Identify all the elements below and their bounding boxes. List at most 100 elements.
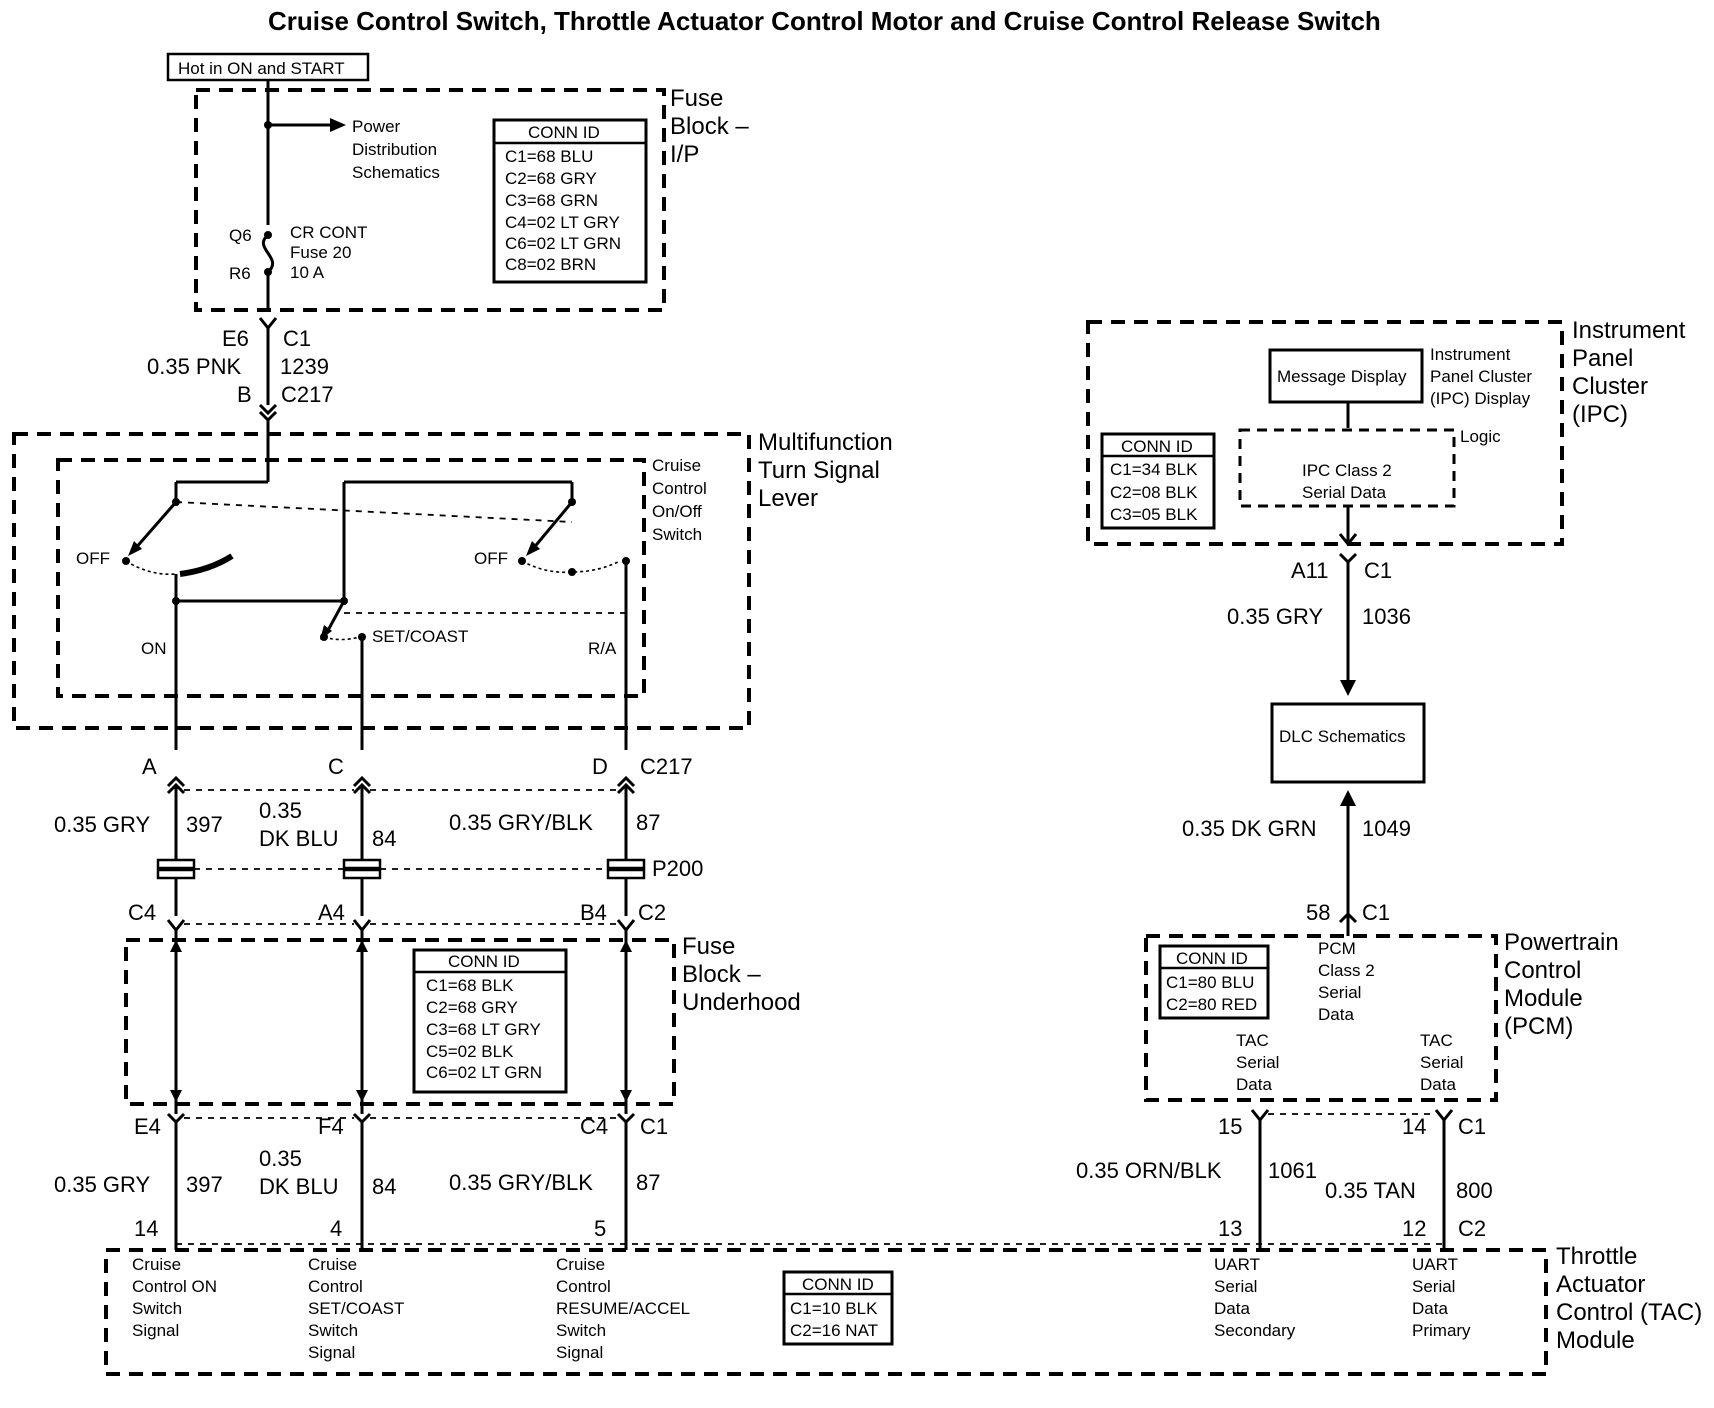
svg-text:Fuse: Fuse bbox=[670, 85, 723, 112]
dlc-arrow-down bbox=[1340, 680, 1356, 696]
svg-text:PCM: PCM bbox=[1318, 939, 1356, 958]
svg-text:Switch: Switch bbox=[132, 1299, 182, 1318]
tac-pin-labels-left: 14 4 5 bbox=[134, 1216, 606, 1241]
svg-text:Cruise: Cruise bbox=[132, 1255, 181, 1274]
svg-text:Fuse: Fuse bbox=[682, 933, 735, 960]
fuse-pin-q6: Q6 bbox=[229, 226, 252, 245]
fuse-block-underhood-outline bbox=[124, 938, 676, 1106]
svg-text:Multifunction: Multifunction bbox=[758, 429, 893, 456]
svg-text:Signal: Signal bbox=[132, 1321, 179, 1340]
svg-text:Serial: Serial bbox=[1236, 1053, 1279, 1072]
tac-module-name: Throttle Actuator Control (TAC) Module bbox=[1556, 1243, 1702, 1354]
feed-wire-labels: E6 C1 0.35 PNK 1239 B C217 bbox=[147, 326, 334, 407]
tac-uart-primary: UART Serial Data Primary bbox=[1412, 1255, 1471, 1340]
ipc-name: Instrument Panel Cluster (IPC) bbox=[1572, 317, 1686, 428]
pcm-conn-list: CONN ID C1=80 BLU C2=80 RED bbox=[1166, 949, 1257, 1014]
svg-text:C4: C4 bbox=[580, 1114, 608, 1139]
power-dist-arrow bbox=[330, 118, 346, 132]
svg-text:Cruise: Cruise bbox=[556, 1255, 605, 1274]
svg-text:Primary: Primary bbox=[1412, 1321, 1471, 1340]
svg-text:5: 5 bbox=[594, 1216, 606, 1241]
fuse-block-underhood-name: Fuse Block – Underhood bbox=[682, 933, 801, 1016]
svg-text:Switch: Switch bbox=[652, 525, 702, 544]
svg-text:Lever: Lever bbox=[758, 485, 818, 512]
svg-text:(IPC): (IPC) bbox=[1572, 401, 1628, 428]
svg-text:E6: E6 bbox=[222, 326, 249, 351]
svg-text:Actuator: Actuator bbox=[1556, 1271, 1645, 1298]
pcm-outline bbox=[1144, 934, 1498, 1102]
svg-text:CR CONT: CR CONT bbox=[290, 223, 367, 242]
ipc-outline bbox=[1086, 320, 1564, 546]
svg-text:OFF: OFF bbox=[474, 549, 508, 568]
svg-text:Fuse 20: Fuse 20 bbox=[290, 243, 351, 262]
svg-text:84: 84 bbox=[372, 1174, 396, 1199]
svg-text:C1=34 BLK: C1=34 BLK bbox=[1110, 460, 1198, 479]
ipc-conn-list: CONN ID C1=34 BLK C2=08 BLK C3=05 BLK bbox=[1110, 437, 1198, 524]
svg-text:C1: C1 bbox=[283, 326, 311, 351]
svg-text:Data: Data bbox=[1236, 1075, 1272, 1094]
svg-text:0.35 GRY: 0.35 GRY bbox=[1227, 604, 1324, 629]
svg-text:A4: A4 bbox=[318, 900, 345, 925]
tac-uart-secondary: UART Serial Data Secondary bbox=[1214, 1255, 1296, 1340]
svg-text:Block –: Block – bbox=[682, 961, 761, 988]
svg-text:ON: ON bbox=[141, 639, 167, 658]
tac-signal-resume-accel: Cruise Control RESUME/ACCEL Switch Signa… bbox=[556, 1255, 690, 1362]
svg-text:0.35 GRY: 0.35 GRY bbox=[54, 1172, 151, 1197]
svg-text:0.35: 0.35 bbox=[259, 1146, 302, 1171]
svg-text:C217: C217 bbox=[281, 382, 334, 407]
svg-text:Serial: Serial bbox=[1412, 1277, 1455, 1296]
svg-text:0.35 GRY/BLK: 0.35 GRY/BLK bbox=[449, 1170, 593, 1195]
pcm-tac-serial-left: TAC Serial Data bbox=[1236, 1031, 1279, 1094]
fuse-block-underhood-conn-box bbox=[412, 948, 568, 1094]
svg-text:TAC: TAC bbox=[1420, 1031, 1453, 1050]
svg-text:C6=02 LT GRN: C6=02 LT GRN bbox=[505, 234, 621, 253]
svg-text:C2=08 BLK: C2=08 BLK bbox=[1110, 483, 1198, 502]
svg-text:Control ON: Control ON bbox=[132, 1277, 217, 1296]
svg-text:C8=02 BRN: C8=02 BRN bbox=[505, 255, 596, 274]
svg-text:Serial Data: Serial Data bbox=[1302, 483, 1387, 502]
svg-text:F4: F4 bbox=[318, 1114, 344, 1139]
svg-text:Instrument: Instrument bbox=[1430, 345, 1511, 364]
svg-text:Power: Power bbox=[352, 117, 401, 136]
pcm-name: Powertrain Control Module (PCM) bbox=[1504, 929, 1619, 1040]
svg-text:C1=68 BLU: C1=68 BLU bbox=[505, 147, 593, 166]
svg-text:Panel Cluster: Panel Cluster bbox=[1430, 367, 1532, 386]
pcm-conn-box bbox=[1158, 944, 1270, 1020]
fuse-block-ip-conn-list: CONN ID C1=68 BLU C2=68 GRY C3=68 GRN C4… bbox=[505, 123, 621, 274]
tac-conn-box bbox=[782, 1270, 894, 1346]
dlc-box bbox=[1270, 702, 1426, 784]
fuse-label: CR CONT Fuse 20 10 A bbox=[290, 223, 367, 282]
svg-text:Cluster: Cluster bbox=[1572, 373, 1648, 400]
svg-text:C217: C217 bbox=[640, 754, 693, 779]
lower-wire-labels: 0.35 GRY 397 0.35 DK BLU 84 0.35 GRY/BLK… bbox=[54, 1146, 660, 1199]
svg-text:CONN ID: CONN ID bbox=[528, 123, 600, 142]
fuse-pin-r6: R6 bbox=[229, 264, 251, 283]
svg-text:1036: 1036 bbox=[1362, 604, 1411, 629]
dlc-label: DLC Schematics bbox=[1279, 727, 1406, 746]
ipc-wire-labels: A11 C1 0.35 GRY 1036 bbox=[1227, 558, 1411, 629]
svg-text:Data: Data bbox=[1420, 1075, 1456, 1094]
svg-text:C1=10 BLK: C1=10 BLK bbox=[790, 1299, 878, 1318]
svg-text:E4: E4 bbox=[134, 1114, 161, 1139]
svg-text:C1: C1 bbox=[1458, 1114, 1486, 1139]
svg-text:(PCM): (PCM) bbox=[1504, 1013, 1573, 1040]
svg-text:DK BLU: DK BLU bbox=[259, 1174, 338, 1199]
svg-text:A: A bbox=[142, 754, 157, 779]
svg-text:10 A: 10 A bbox=[290, 263, 325, 282]
svg-text:C4: C4 bbox=[128, 900, 156, 925]
svg-text:Module: Module bbox=[1504, 985, 1583, 1012]
svg-text:DK BLU: DK BLU bbox=[259, 826, 338, 851]
svg-text:Turn Signal: Turn Signal bbox=[758, 457, 880, 484]
svg-text:I/P: I/P bbox=[670, 141, 699, 168]
svg-text:B4: B4 bbox=[580, 900, 607, 925]
svg-text:0.35 GRY: 0.35 GRY bbox=[54, 812, 151, 837]
message-display-label: Message Display bbox=[1277, 367, 1407, 386]
svg-text:C1=80 BLU: C1=80 BLU bbox=[1166, 973, 1254, 992]
svg-text:397: 397 bbox=[186, 812, 223, 837]
svg-text:IPC Class 2: IPC Class 2 bbox=[1302, 461, 1392, 480]
svg-text:C3=05 BLK: C3=05 BLK bbox=[1110, 505, 1198, 524]
serial-wire-labels: 15 14 C1 0.35 ORN/BLK 1061 0.35 TAN 800 … bbox=[1076, 1114, 1493, 1241]
tac-conn-list: CONN ID C1=10 BLK C2=16 NAT bbox=[790, 1275, 878, 1340]
dlc-arrow-up bbox=[1340, 790, 1356, 806]
cruise-switch-outline bbox=[56, 458, 646, 698]
